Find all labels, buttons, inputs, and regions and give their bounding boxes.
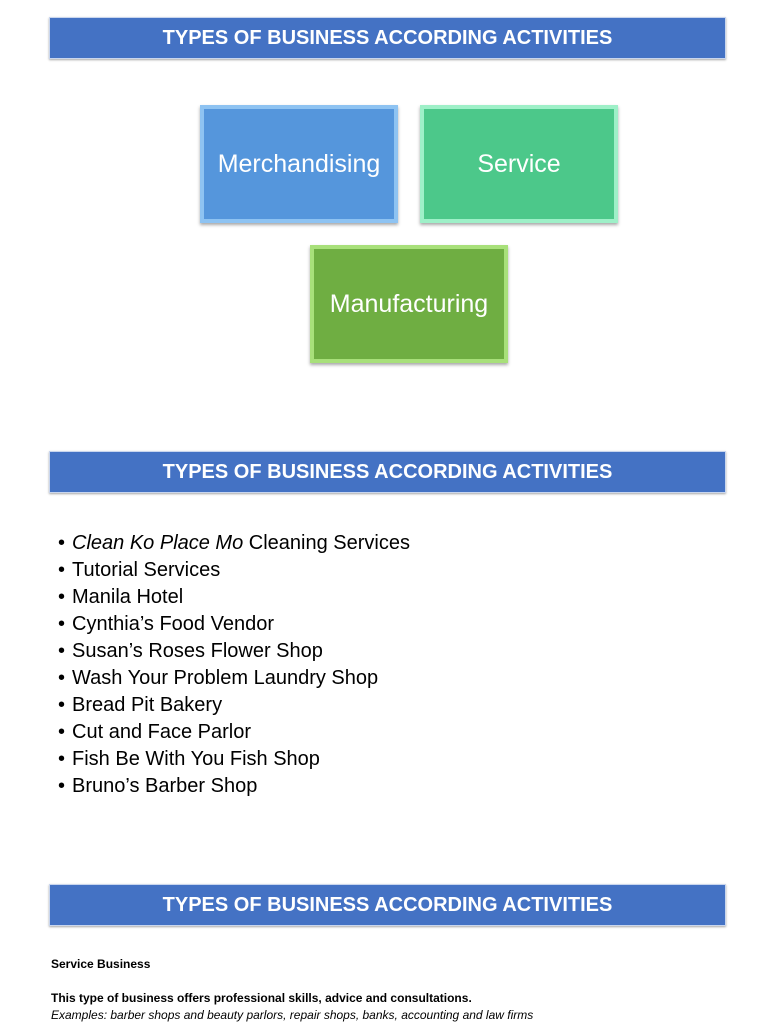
service-business-description: This type of business offers professiona… bbox=[51, 991, 472, 1005]
section-banner-3: TYPES OF BUSINESS ACCORDING ACTIVITIES bbox=[49, 884, 726, 926]
service-business-examples: Examples: barber shops and beauty parlor… bbox=[51, 1008, 534, 1022]
list-item: Fish Be With You Fish Shop bbox=[58, 746, 410, 773]
list-item: Bread Pit Bakery bbox=[58, 692, 410, 719]
list-item-italic: Clean Ko Place Mo bbox=[72, 532, 244, 554]
list-item: Cut and Face Parlor bbox=[58, 719, 410, 746]
list-item: Susan’s Roses Flower Shop bbox=[58, 638, 410, 665]
manufacturing-label: Manufacturing bbox=[329, 289, 489, 318]
service-box: Service bbox=[420, 105, 618, 223]
service-label: Service bbox=[477, 149, 561, 178]
list-item-rest: Cleaning Services bbox=[243, 532, 410, 554]
list-item: Clean Ko Place Mo Cleaning Services bbox=[58, 530, 410, 557]
merchandising-box: Merchandising bbox=[200, 105, 398, 223]
service-business-title: Service Business bbox=[51, 957, 151, 971]
list-item: Tutorial Services bbox=[58, 557, 410, 584]
section-banner-2: TYPES OF BUSINESS ACCORDING ACTIVITIES bbox=[49, 451, 726, 493]
merchandising-label: Merchandising bbox=[217, 149, 381, 178]
list-item: Cynthia’s Food Vendor bbox=[58, 611, 410, 638]
section-banner-1: TYPES OF BUSINESS ACCORDING ACTIVITIES bbox=[49, 17, 726, 59]
business-examples-list: Clean Ko Place Mo Cleaning Services Tuto… bbox=[58, 530, 410, 800]
manufacturing-box: Manufacturing bbox=[310, 245, 508, 363]
list-item: Wash Your Problem Laundry Shop bbox=[58, 665, 410, 692]
list-item: Manila Hotel bbox=[58, 584, 410, 611]
list-item: Bruno’s Barber Shop bbox=[58, 773, 410, 800]
